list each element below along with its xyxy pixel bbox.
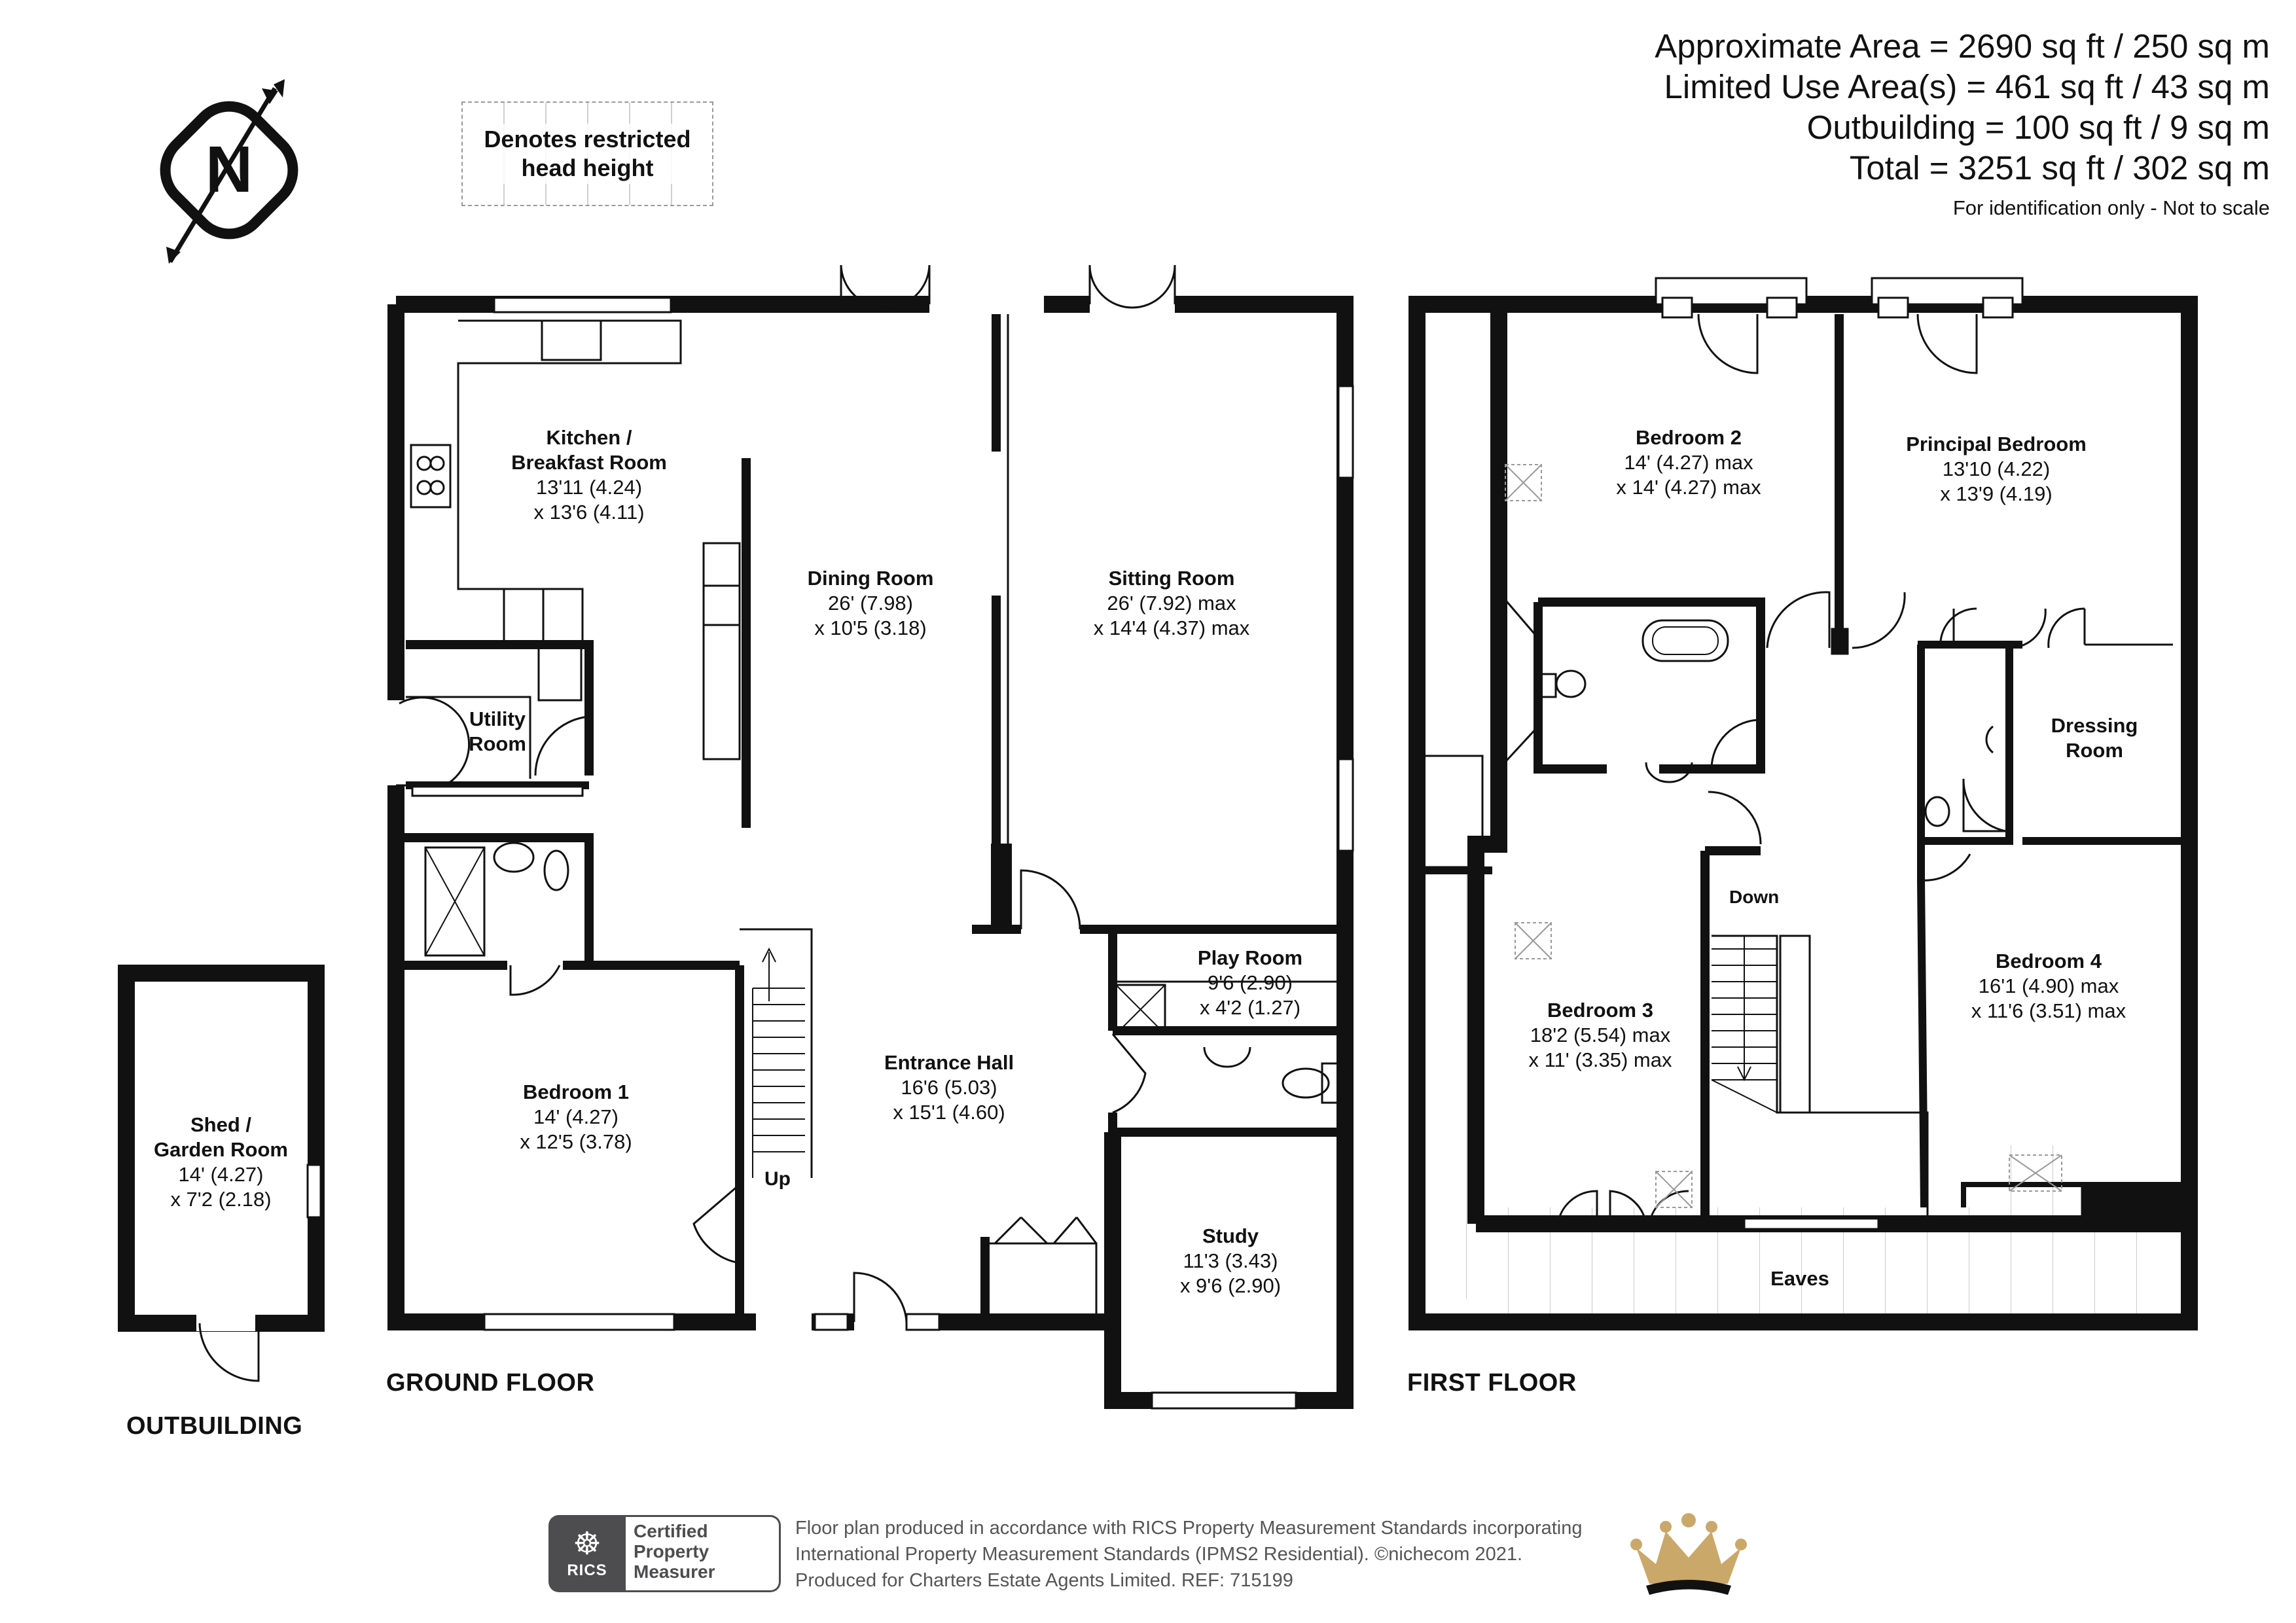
north-compass-icon: N [160,79,298,264]
footer-line-1: Floor plan produced in accordance with R… [795,1518,1583,1539]
room-dimension: x 4'2 (1.27) [1199,996,1301,1019]
room-sitting: Sitting Room 26' (7.92) max x 14'4 (4.37… [1060,566,1283,641]
restricted-height-legend: Denotes restricted head height [461,101,713,206]
room-name: Shed / [190,1113,251,1136]
room-bedroom-4: Bedroom 4 16'1 (4.90) max x 11'6 (3.51) … [1944,949,2153,1024]
first-floor-walls [1408,277,2198,1330]
area-summary: Approximate Area = 2690 sq ft / 250 sq m… [1655,26,2270,223]
room-dimension: x 14'4 (4.37) max [1093,616,1250,639]
crown-logo-icon [1630,1513,1747,1595]
rics-seal: ☸ RICS [548,1515,626,1592]
room-name: Sitting Room [1108,567,1235,590]
legend-text: Denotes restricted head height [478,124,696,184]
room-dimension: 14' (4.27) [533,1105,619,1128]
room-kitchen: Kitchen / Breakfast Room 13'11 (4.24) x … [484,425,694,525]
room-dimension: x 15'1 (4.60) [893,1101,1005,1124]
room-dimension: x 10'5 (3.18) [814,616,927,639]
room-name: Garden Room [154,1138,288,1161]
room-dimension: x 14' (4.27) max [1616,476,1761,499]
rics-certification: Certified Property Measurer [626,1515,781,1592]
room-shed: Shed / Garden Room 14' (4.27) x 7'2 (2.1… [137,1113,304,1212]
rics-badge: ☸ RICS Certified Property Measurer [548,1515,781,1592]
room-dimension: x 13'6 (4.11) [533,501,645,524]
room-name: Bedroom 1 [523,1080,629,1103]
legend-line-2: head height [521,154,654,181]
room-dimension: x 12'5 (3.78) [520,1130,632,1153]
stairs-up-label: Up [764,1168,791,1190]
room-dimension: 11'3 (3.43) [1183,1249,1278,1272]
total-area: Total = 3251 sq ft / 302 sq m [1849,149,2270,187]
room-entrance-hall: Entrance Hall 16'6 (5.03) x 15'1 (4.60) [851,1050,1047,1125]
room-name: Play Room [1197,946,1303,969]
room-name: Study [1202,1224,1259,1247]
ground-floor-label: GROUND FLOOR [386,1369,595,1397]
room-dimension: 14' (4.27) max [1624,451,1753,474]
room-dimension: 14' (4.27) [178,1163,264,1186]
room-dimension: x 9'6 (2.90) [1179,1274,1282,1297]
room-dimension: x 11'6 (3.51) max [1971,999,2126,1022]
rics-line-1: Certified [634,1521,708,1541]
room-dimension: 16'6 (5.03) [901,1076,997,1099]
room-bedroom-2: Bedroom 2 14' (4.27) max x 14' (4.27) ma… [1584,425,1793,500]
room-name: Bedroom 4 [1996,950,2102,972]
room-dimension: x 13'9 (4.19) [1940,482,2053,505]
room-name: Breakfast Room [511,451,667,474]
room-principal-bedroom: Principal Bedroom 13'10 (4.22) x 13'9 (4… [1885,432,2108,507]
room-dimension: 13'11 (4.24) [535,476,643,499]
outbuilding-area: Outbuilding = 100 sq ft / 9 sq m [1806,109,2270,146]
room-name: Dining Room [807,567,934,590]
room-dressing: Dressing Room [2036,713,2153,763]
legend-line-1: Denotes restricted [484,126,691,152]
rics-emblem-icon: ☸ [573,1527,601,1561]
room-dimension: 26' (7.92) max [1107,592,1236,615]
room-bedroom-1: Bedroom 1 14' (4.27) x 12'5 (3.78) [478,1080,674,1154]
outbuilding-label: OUTBUILDING [126,1412,303,1440]
stairs-down-label: Down [1729,887,1780,907]
room-name: Bedroom 2 [1636,426,1742,449]
room-play: Play Room 9'6 (2.90) x 4'2 (1.27) [1178,946,1322,1020]
room-name: Entrance Hall [884,1051,1014,1074]
room-name: Room [469,732,526,755]
room-dimension: 13'10 (4.22) [1942,457,2051,480]
room-dimension: 18'2 (5.54) max [1530,1024,1671,1046]
limited-use-area: Limited Use Area(s) = 461 sq ft / 43 sq … [1664,68,2270,105]
rics-line-2: Property [634,1541,709,1561]
room-study: Study 11'3 (3.43) x 9'6 (2.90) [1139,1224,1322,1298]
footer-credits: Floor plan produced in accordance with R… [795,1515,1583,1594]
room-name: Principal Bedroom [1906,433,2087,455]
room-name: Bedroom 3 [1547,999,1653,1022]
room-name: Utility [469,707,526,730]
room-name: Room [2066,739,2123,762]
room-name: Kitchen / [546,426,632,449]
room-dimension: 26' (7.98) [828,592,913,615]
ground-floor-walls [387,264,1354,1410]
room-dimension: x 11' (3.35) max [1528,1048,1672,1071]
room-dimension: 16'1 (4.90) max [1978,974,2119,997]
room-dining: Dining Room 26' (7.98) x 10'5 (3.18) [772,566,969,641]
footer-line-2: International Property Measurement Stand… [795,1544,1523,1565]
room-utility: Utility Room [445,707,550,757]
compass-letter: N [206,133,253,206]
room-dimension: x 7'2 (2.18) [170,1188,272,1211]
room-eaves: Eaves [1728,1266,1872,1291]
first-floor-label: FIRST FLOOR [1407,1369,1577,1397]
rics-line-3: Measurer [634,1561,715,1582]
room-bedroom-3: Bedroom 3 18'2 (5.54) max x 11' (3.35) m… [1499,998,1702,1073]
room-name: Eaves [1770,1267,1829,1290]
approximate-area: Approximate Area = 2690 sq ft / 250 sq m [1655,27,2270,65]
outbuilding-walls [118,965,325,1382]
room-dimension: 9'6 (2.90) [1208,971,1293,994]
rics-seal-text: RICS [567,1561,607,1579]
scale-note: For identification only - Not to scale [1952,196,2270,219]
room-name: Dressing [2051,714,2138,737]
footer-line-3: Produced for Charters Estate Agents Limi… [795,1570,1293,1591]
